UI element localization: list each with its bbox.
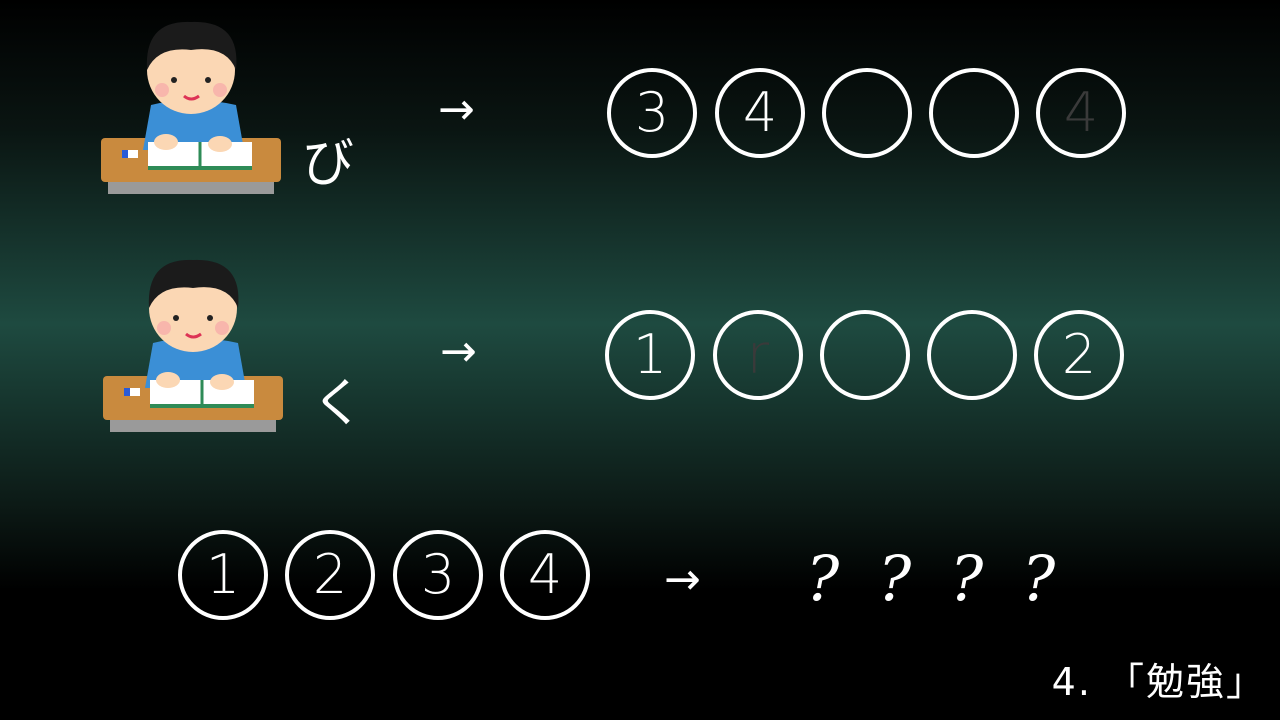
question-mark: ? (878, 542, 912, 615)
number-circle: 3 (393, 530, 483, 620)
kana-label: び (302, 134, 355, 194)
question-mark: ? (806, 542, 840, 615)
number-circle: 1 (178, 530, 268, 620)
arrow: → (438, 84, 475, 135)
arrow: → (440, 326, 477, 377)
answer-circle (927, 310, 1017, 400)
answer-circle: r (713, 310, 803, 400)
answer-circle: 1 (605, 310, 695, 400)
question-mark: ? (1022, 542, 1056, 615)
number-circle: 4 (500, 530, 590, 620)
studying-student-icon (103, 259, 283, 432)
answer-circle: 4 (715, 68, 805, 158)
slide-label: 4. 「勉強」 (1051, 660, 1266, 704)
studying-student-icon (101, 21, 281, 194)
answer-circle (820, 310, 910, 400)
answer-circle: 3 (607, 68, 697, 158)
kana-label: く (312, 374, 365, 434)
arrow: → (664, 554, 701, 605)
answer-circle (822, 68, 912, 158)
question-mark: ? (950, 542, 984, 615)
answer-circle (929, 68, 1019, 158)
answer-circle: 2 (1034, 310, 1124, 400)
answer-circle: 4 (1036, 68, 1126, 158)
number-circle: 2 (285, 530, 375, 620)
